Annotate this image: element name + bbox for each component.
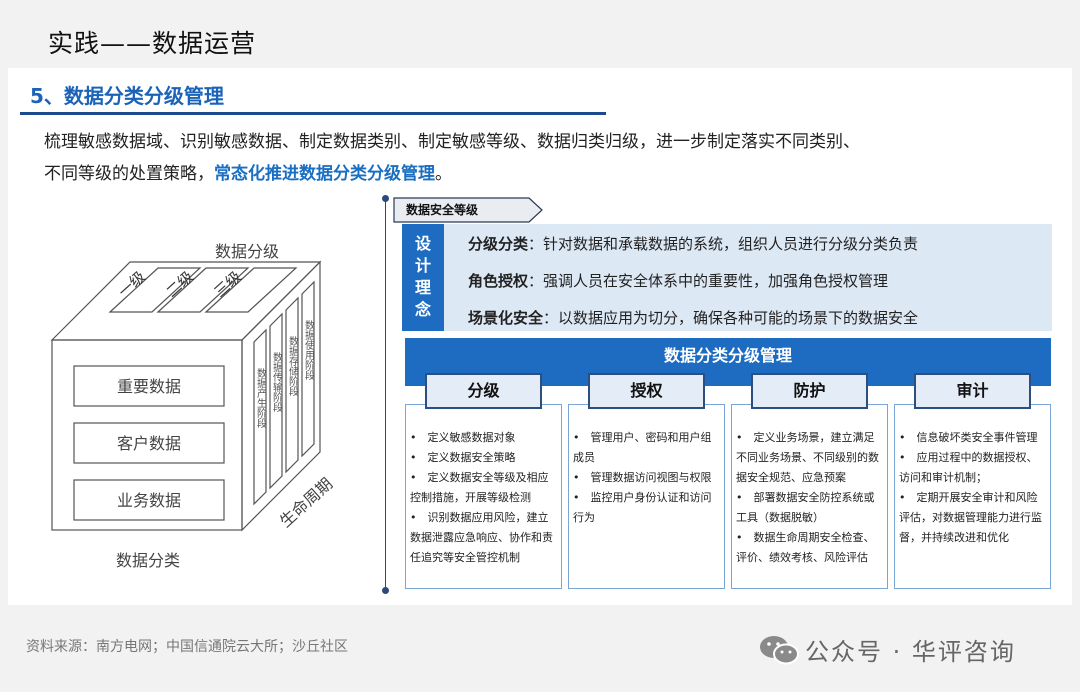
cube-category-3: 业务数据 [117,491,181,510]
list-item: • 定义业务场景，建立满足不同业务场景、不同级别的数据安全规范、应急预案 [736,431,879,484]
design-concept-label [402,224,444,331]
timeline-dot-bottom [382,587,389,594]
section-title: 5、数据分类分级管理 [30,84,224,108]
timeline-dot-top [382,195,389,202]
design-row-1-text: ：针对数据和承载数据的系统，组织人员进行分级分类负责 [528,235,919,253]
cube-lifecycle-slab-3 [285,296,299,474]
cube-category-box-2 [73,422,225,464]
data-cube-diagram: 数据产生阶段 数据传输阶段 数据存储阶段 数据使用阶段 一级 二级 三级 重要数… [50,260,336,532]
brand-text: 公众号 · 华评咨询 [805,638,1016,666]
design-char-2: 计 [415,256,432,275]
cube-top-label: 数据分级 [215,242,280,261]
column-list-protection: • 定义业务场景，建立满足不同业务场景、不同级别的数据安全规范、应急预案 • 部… [736,428,883,568]
design-row-2-text: ：强调人员在安全体系中的重要性，加强角色授权管理 [528,272,889,290]
cube-lifecycle-slab-2 [269,312,283,490]
list-item: • 监控用户身份认证和访问行为 [573,491,712,524]
column-box-authorization [568,404,725,589]
list-item: • 管理数据访问视图与权限 [573,471,712,484]
list-item: • 数据生命周期安全检查、评价、绩效考核、风险评估 [736,531,875,564]
design-row-2-key: 角色授权 [468,272,529,290]
management-title: 数据分类分级管理 [663,346,792,365]
column-box-audit [894,404,1051,589]
timeline-line [385,198,386,591]
column-list-audit: • 信息破坏类安全事件管理 • 应用过程中的数据授权、访问和审计机制； • 定期… [899,428,1046,548]
cube-right-face [241,260,321,532]
cube-bottom-label: 数据分类 [116,551,181,570]
wechat-icon [760,636,799,665]
list-item: • 定义数据安全策略 [410,451,516,464]
design-row-1: 分级分类：针对数据和承载数据的系统，组织人员进行分级分类负责 [468,233,918,254]
source-note: 资料来源：南方电网；中国信通院云大所；沙丘社区 [26,639,348,655]
lifecycle-label-2: 数据传输阶段 [271,351,283,413]
cube-category-box-1 [73,365,225,407]
lifecycle-label-3: 数据存储阶段 [287,335,299,397]
list-item: • 定义敏感数据对象 [410,431,516,444]
intro-end: 。 [435,164,452,184]
list-item: • 定期开展安全审计和风险评估，对数据管理能力进行监督，并持续改进和优化 [899,491,1042,544]
cube-category-2: 客户数据 [117,434,181,453]
column-box-grading [405,404,562,589]
column-list-authorization: • 管理用户、密码和用户组成员 • 管理数据访问视图与权限 • 监控用户身份认证… [573,428,720,528]
column-box-protection [731,404,888,589]
design-row-3-text: ：以数据应用为切分，确保各种可能的场景下的数据安全 [543,309,919,327]
page-title: 实践——数据运营 [48,29,257,58]
lifecycle-label-1: 数据产生阶段 [255,367,267,429]
list-item: • 信息破坏类安全事件管理 [899,431,1038,444]
intro-highlight: 常态化推进数据分类分级管理 [214,164,435,184]
cube-lifecycle-slab-4 [301,280,315,458]
design-row-3: 场景化安全：以数据应用为切分，确保各种可能的场景下的数据安全 [468,307,918,328]
lifecycle-label-4: 数据使用阶段 [303,319,315,381]
design-concept-box [402,224,1052,331]
section-title-underline [20,112,606,115]
security-level-tag [393,197,543,223]
design-char-3: 理 [415,278,432,297]
list-item: • 管理用户、密码和用户组成员 [573,431,712,464]
intro-line2: 不同等级的处置策略， [44,164,214,184]
design-row-1-key: 分级分类 [468,235,529,253]
design-row-3-key: 场景化安全 [468,309,544,327]
column-head-authorization: 授权 [588,373,705,409]
cube-lifecycle-label: 生命周期 [276,474,336,531]
design-char-4: 念 [415,300,432,319]
design-char-1: 设 [415,234,432,253]
security-level-tag-label: 数据安全等级 [406,203,479,217]
cube-level-slab-1 [108,267,202,313]
intro-paragraph: 梳理敏感数据域、识别敏感数据、制定数据类别、制定敏感等级、数据归类归级，进一步制… [44,126,1034,190]
column-list-grading: • 定义敏感数据对象 • 定义数据安全策略 • 定义数据安全等级及相应控制措施，… [410,428,557,568]
cube-level-2: 二级 [163,268,197,301]
list-item: • 应用过程中的数据授权、访问和审计机制； [899,451,1038,484]
cube-category-1: 重要数据 [117,377,181,396]
column-head-audit: 审计 [914,373,1031,409]
column-head-protection: 防护 [751,373,868,409]
cube-level-slab-3 [204,267,298,313]
list-item: • 部署数据安全防控系统或工具（数据脱敏） [736,491,875,524]
list-item: • 定义数据安全等级及相应控制措施，开展等级检测 [410,471,549,504]
intro-line1: 梳理敏感数据域、识别敏感数据、制定数据类别、制定敏感等级、数据归类归级，进一步制… [44,132,860,152]
cube-level-3: 三级 [211,268,245,301]
cube-category-box-3 [73,479,225,521]
design-row-2: 角色授权：强调人员在安全体系中的重要性，加强角色授权管理 [468,270,888,291]
cube-level-slab-2 [156,267,250,313]
list-item: • 识别数据应用风险，建立数据泄露应急响应、协作和责任追究等安全管控机制 [410,511,553,564]
cube-lifecycle-slab-1 [253,328,267,506]
column-head-grading: 分级 [425,373,542,409]
